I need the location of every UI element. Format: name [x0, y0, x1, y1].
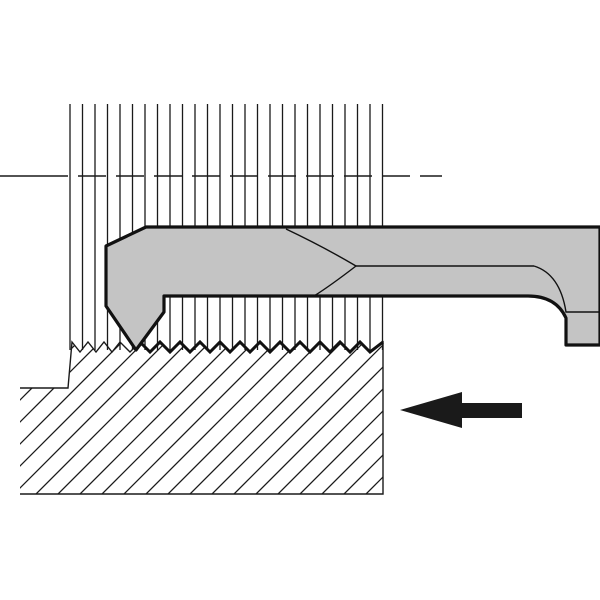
hatch-line	[20, 342, 231, 494]
hatch-line	[119, 342, 341, 494]
hatch-line	[20, 342, 55, 494]
hatch-line	[20, 342, 121, 494]
tool-body	[104, 225, 600, 352]
hatch-line	[20, 342, 99, 494]
insert-contour	[285, 228, 358, 297]
hatch-line	[339, 342, 383, 494]
workpiece-section	[0, 300, 384, 520]
hatch-line	[31, 342, 253, 494]
hatch-line	[251, 342, 383, 494]
hatch-line	[20, 342, 165, 494]
hatch-line	[20, 342, 187, 494]
hatch-line	[20, 342, 209, 494]
hatch-line	[185, 342, 383, 494]
hatch-line	[207, 342, 383, 494]
hatch-line	[273, 342, 383, 494]
hatch-line	[295, 342, 383, 494]
threading-tool	[104, 225, 600, 352]
hatch-line	[163, 342, 383, 494]
hatch-line	[20, 342, 33, 494]
arrow-left-icon	[400, 392, 522, 428]
hatch-line	[53, 342, 275, 494]
hatch-line	[97, 342, 319, 494]
hatch-line	[229, 342, 383, 494]
hatch-line	[75, 342, 297, 494]
hatch-line	[0, 300, 10, 520]
workpiece-outline	[20, 340, 384, 495]
hatch-line	[317, 342, 383, 494]
shank-neck	[533, 265, 600, 313]
hatch-line	[141, 342, 363, 494]
hatch-line	[20, 342, 143, 494]
thread-profile	[138, 339, 384, 355]
